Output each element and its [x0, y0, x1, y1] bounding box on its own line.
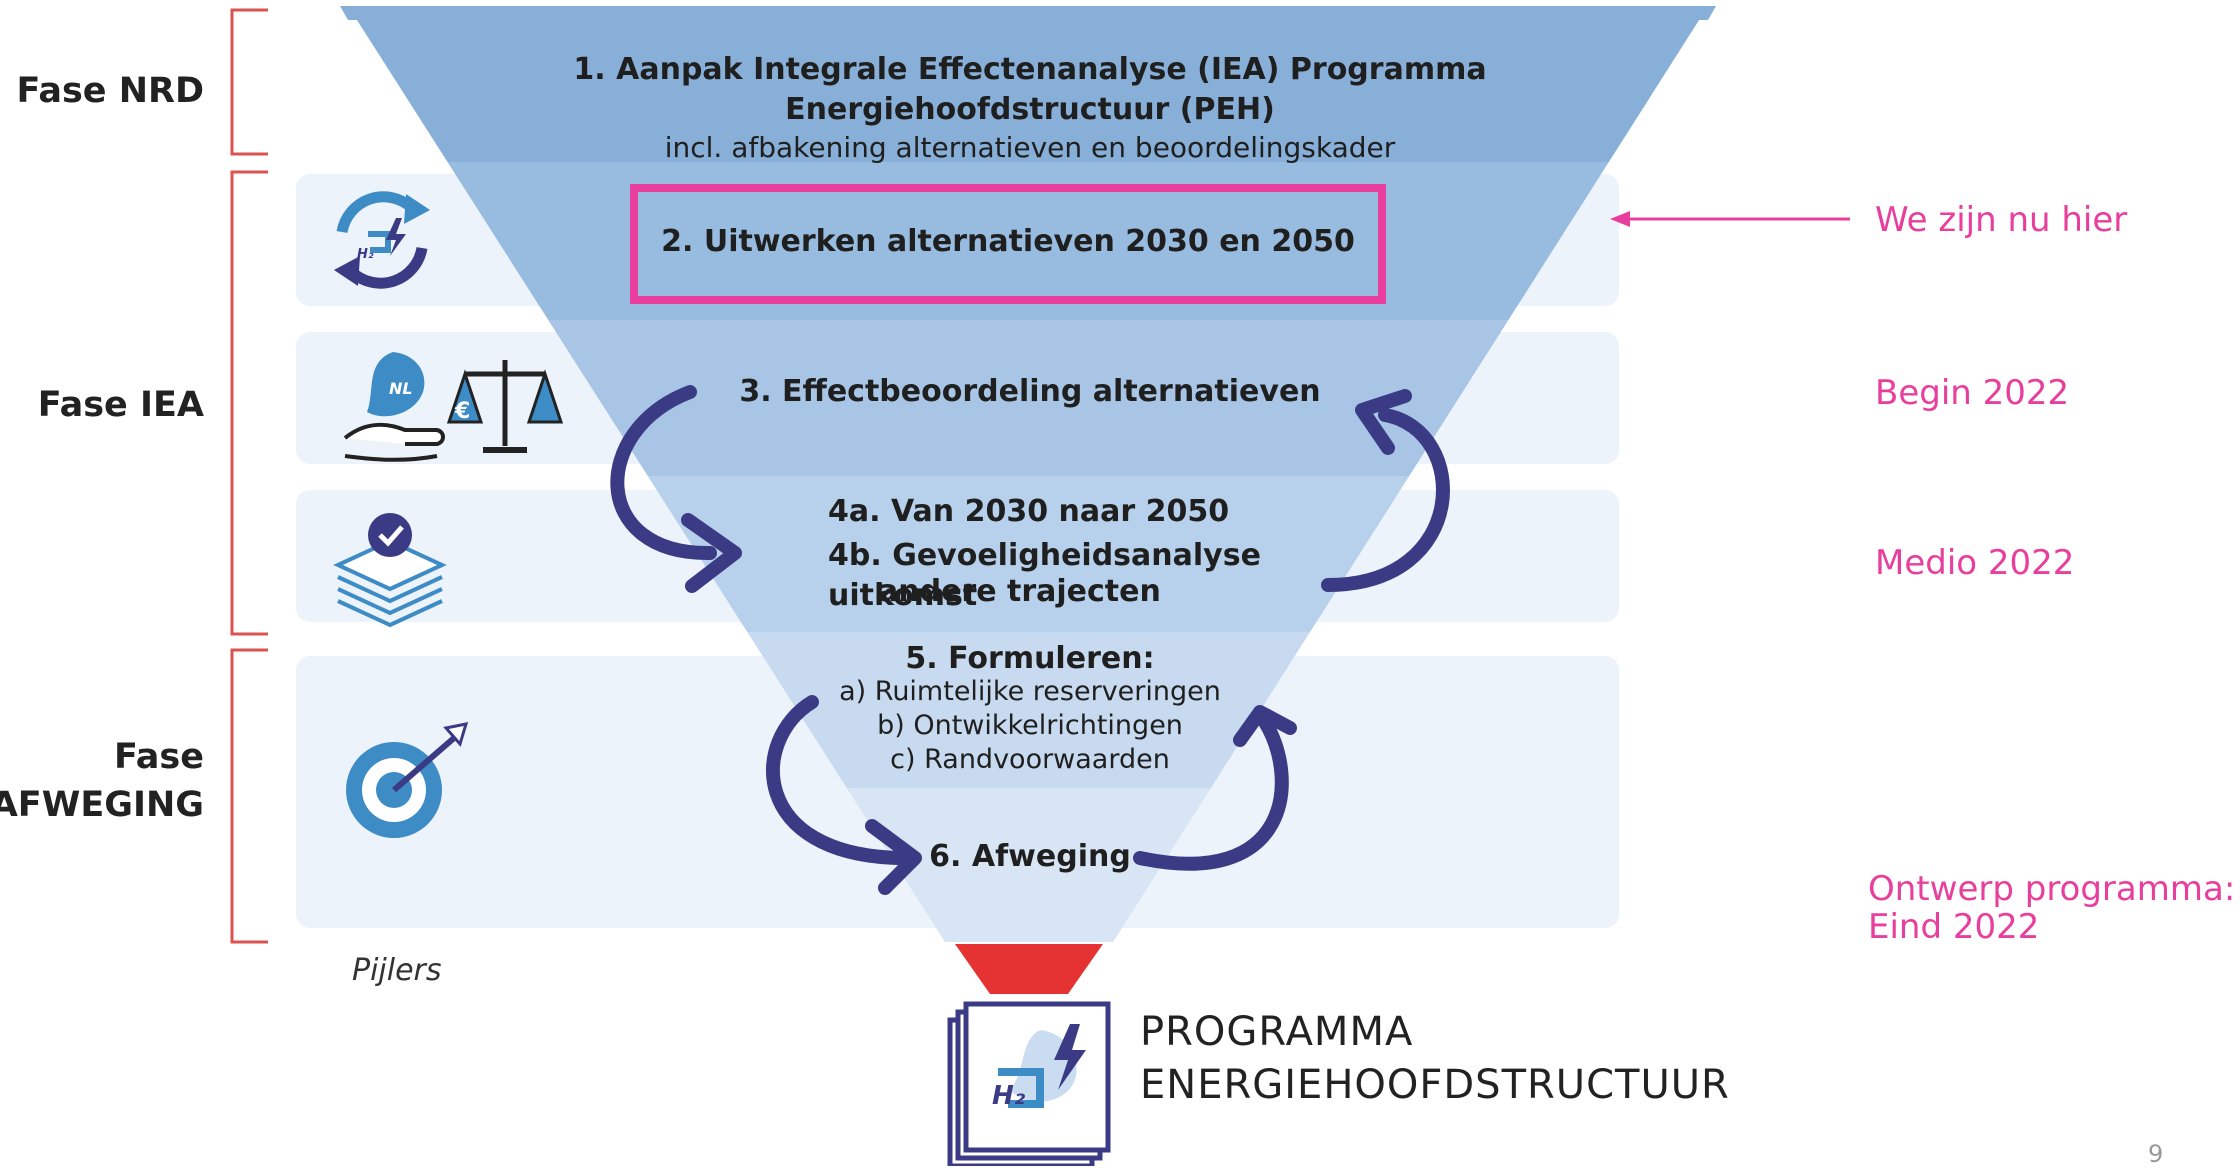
current-step-highlight: [630, 184, 1386, 304]
step-1-title: 1. Aanpak Integrale Effectenanalyse (IEA…: [573, 52, 1487, 127]
funnel-neck: [955, 944, 1103, 994]
brand-line-2: ENERGIEHOOFDSTRUCTUUR: [1140, 1062, 1730, 1108]
step-1-subtitle: incl. afbakening alternatieven en beoord…: [664, 131, 1396, 164]
status-current: We zijn nu hier: [1875, 200, 2128, 240]
bracket-nrd: [230, 8, 268, 156]
step-5-b: b) Ontwikkelrichtingen: [877, 710, 1183, 741]
pillars-label: Pijlers: [352, 953, 442, 988]
h2-cycle-icon: [334, 191, 430, 289]
step-1: 1. Aanpak Integrale Effectenanalyse (IEA…: [400, 50, 1660, 166]
page-number: 9: [2148, 1140, 2164, 1168]
step-4a: 4a. Van 2030 naar 2050: [828, 494, 1230, 529]
status-ontwerp-line2: Eind 2022: [1868, 907, 2040, 947]
cycle-arrow-right-lower: [1133, 705, 1297, 871]
step-5-a: a) Ruimtelijke reserveringen: [839, 676, 1221, 707]
balance-scale-icon: €: [446, 360, 564, 453]
step-4b-line1: 4b. Gevoeligheidsanalyse uitkomst: [828, 538, 1261, 613]
status-medio-2022: Medio 2022: [1875, 543, 2075, 583]
bracket-afweging: [230, 648, 268, 944]
brand-line-1: PROGRAMMA: [1140, 1009, 1414, 1055]
cycle-arrow-right-upper: [1321, 389, 1450, 592]
target-arrow-icon: [346, 722, 469, 838]
hand-nl-map-icon: NL: [343, 352, 445, 462]
program-logo-icon: [947, 1001, 1111, 1166]
program-logo-label: H₂: [992, 1081, 1026, 1111]
step-2: 2. Uitwerken alternatieven 2030 en 2050: [661, 224, 1355, 259]
phase-label-afweging: Fase AFWEGING: [0, 737, 204, 825]
step-5-c: c) Randvoorwaarden: [890, 744, 1170, 775]
step-5-title: 5. Formuleren:: [905, 641, 1155, 676]
step-6: 6. Afweging: [929, 839, 1131, 874]
step-3: 3. Effectbeoordeling alternatieven: [739, 374, 1321, 409]
document-stack-check-icon: [333, 513, 447, 628]
phase-label-nrd: Fase NRD: [16, 71, 204, 111]
bracket-iea: [230, 170, 268, 636]
svg-text:€: €: [454, 399, 470, 424]
status-begin-2022: Begin 2022: [1875, 373, 2070, 413]
svg-text:NL: NL: [389, 379, 413, 398]
current-step-pointer-arrow: [1610, 211, 1850, 227]
cycle-arrow-left-lower: [766, 695, 922, 895]
status-ontwerp-line1: Ontwerp programma:: [1868, 869, 2236, 909]
h2-cycle-icon-label: H₂: [357, 247, 374, 262]
cycle-arrow-left-upper: [610, 385, 742, 593]
phase-label-iea: Fase IEA: [37, 385, 204, 425]
step-4b-line2: andere trajecten: [878, 574, 1161, 609]
